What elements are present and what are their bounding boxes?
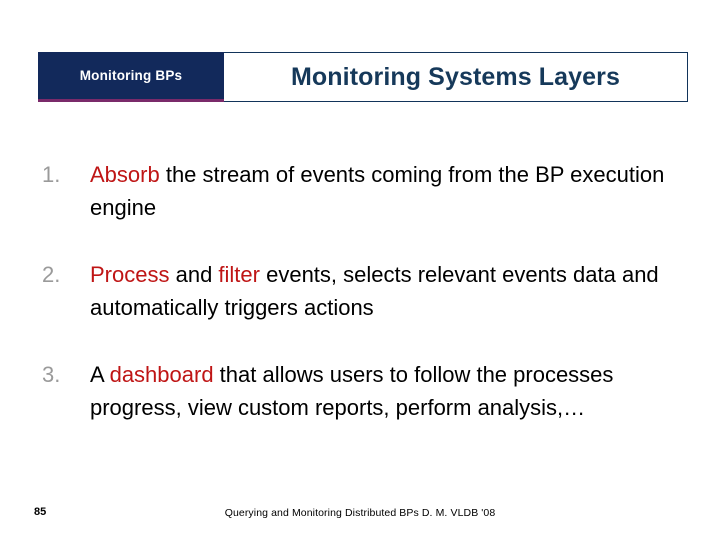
header-title-box: Monitoring Systems Layers [224,52,688,102]
slide-footer: 85 Querying and Monitoring Distributed B… [0,504,720,528]
list-item-text: Absorb the stream of events coming from … [90,158,683,224]
list-item: 3. A dashboard that allows users to foll… [38,358,683,424]
text-run: that allows users to follow the processe… [90,362,614,420]
slide-header: Monitoring BPs Monitoring Systems Layers [38,52,688,102]
text-run: the stream of events coming from the BP … [90,162,665,220]
emphasised-term: filter [218,262,260,287]
page-number: 85 [34,506,47,518]
footer-citation: Querying and Monitoring Distributed BPs … [224,507,496,519]
list-item-number: 1. [42,162,61,187]
emphasised-term: Absorb [90,162,160,187]
text-run: and [169,262,219,287]
list-item-number: 2. [42,262,61,287]
emphasised-term: Process [90,262,170,287]
header-section-tag: Monitoring BPs [38,52,224,102]
list-item: 1. Absorb the stream of events coming fr… [38,158,683,224]
list-item-text: A dashboard that allows users to follow … [90,358,683,424]
text-run: events, selects relevant events data and… [90,262,659,320]
list-item: 2. Process and filter events, selects re… [38,258,683,324]
emphasised-term: dashboard [109,362,214,387]
list-item-text: Process and filter events, selects relev… [90,258,683,324]
header-section-tag-label: Monitoring BPs [79,68,183,83]
text-run: A [90,362,110,387]
numbered-list: 1. Absorb the stream of events coming fr… [38,158,683,458]
list-item-number: 3. [42,362,61,387]
page-title: Monitoring Systems Layers [291,62,620,91]
